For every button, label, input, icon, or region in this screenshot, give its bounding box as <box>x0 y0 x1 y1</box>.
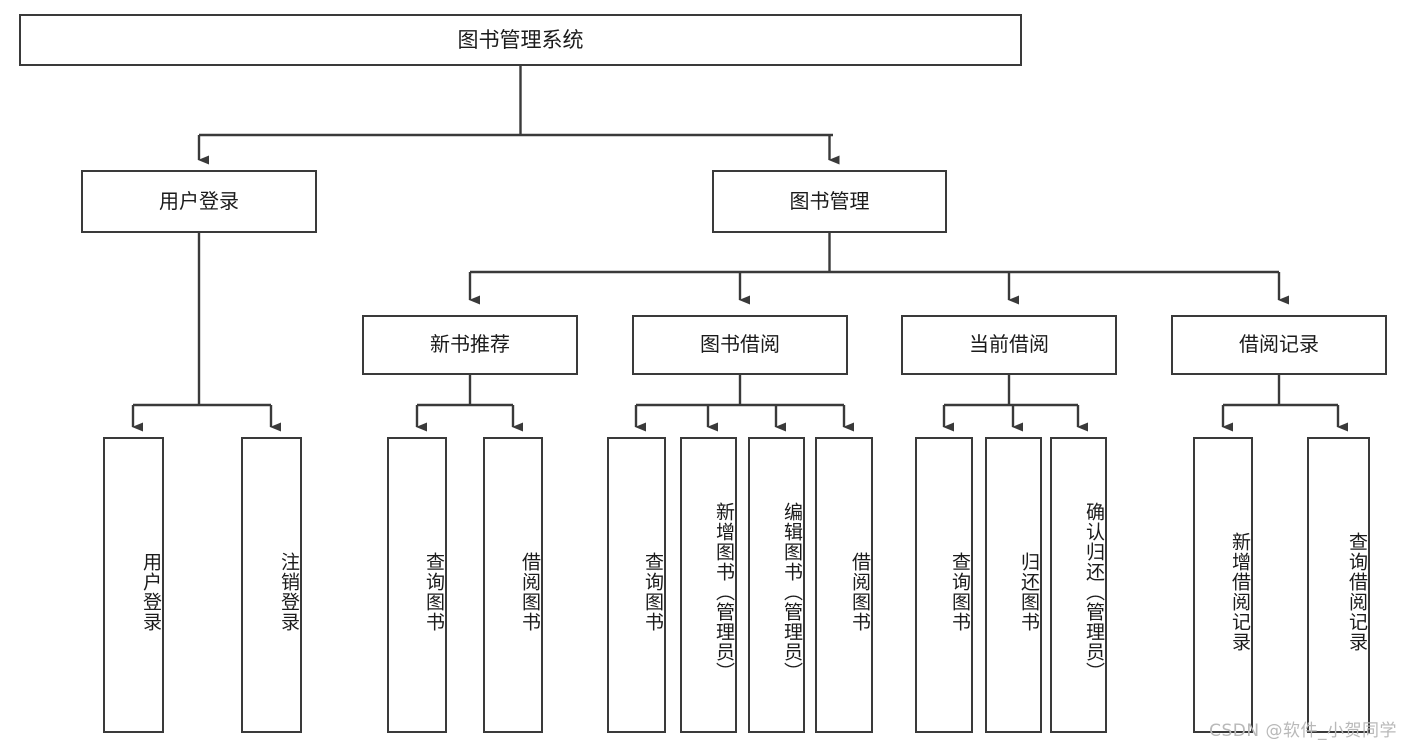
leaf-label: 查询图书 <box>423 552 445 632</box>
leaf-query-book-borrow[interactable]: 查询图书 <box>607 437 666 733</box>
node-root[interactable]: 图书管理系统 <box>19 14 1022 66</box>
node-borrow-record-label: 借阅记录 <box>1239 332 1319 357</box>
leaf-label: 查询图书 <box>642 552 664 632</box>
leaf-label: 注销登录 <box>278 552 300 632</box>
leaf-query-borrow-record[interactable]: 查询借阅记录 <box>1307 437 1370 733</box>
leaf-label: 新增借阅记录 <box>1229 532 1251 652</box>
node-book-management-label: 图书管理 <box>789 188 870 213</box>
leaf-label: 查询借阅记录 <box>1346 532 1368 652</box>
node-new-book-recommend-label: 新书推荐 <box>430 332 510 357</box>
leaf-label: 确认归还（管理员） <box>1083 502 1105 682</box>
leaf-edit-book-admin[interactable]: 编辑图书（管理员） <box>748 437 805 733</box>
node-borrow-record[interactable]: 借阅记录 <box>1171 315 1387 375</box>
node-root-label: 图书管理系统 <box>457 27 584 52</box>
leaf-label: 归还图书 <box>1018 552 1040 632</box>
leaf-label: 借阅图书 <box>519 552 541 632</box>
node-book-borrow[interactable]: 图书借阅 <box>632 315 848 375</box>
leaf-logout[interactable]: 注销登录 <box>241 437 302 733</box>
leaf-confirm-return-admin[interactable]: 确认归还（管理员） <box>1050 437 1107 733</box>
leaf-label: 编辑图书（管理员） <box>781 502 803 682</box>
leaf-return-book[interactable]: 归还图书 <box>985 437 1042 733</box>
csdn-watermark: CSDN @软件_小贺同学 <box>1209 721 1397 741</box>
leaf-label: 查询图书 <box>949 552 971 632</box>
leaf-label: 借阅图书 <box>849 552 871 632</box>
leaf-user-login[interactable]: 用户登录 <box>103 437 164 733</box>
node-current-borrow[interactable]: 当前借阅 <box>901 315 1117 375</box>
leaf-borrow-book-recommend[interactable]: 借阅图书 <box>483 437 543 733</box>
leaf-add-borrow-record[interactable]: 新增借阅记录 <box>1193 437 1253 733</box>
node-book-borrow-label: 图书借阅 <box>700 332 780 357</box>
node-user-login[interactable]: 用户登录 <box>81 170 317 233</box>
node-book-management[interactable]: 图书管理 <box>712 170 947 233</box>
leaf-label: 用户登录 <box>140 552 162 632</box>
leaf-borrow-book[interactable]: 借阅图书 <box>815 437 873 733</box>
node-current-borrow-label: 当前借阅 <box>969 332 1049 357</box>
leaf-add-book-admin[interactable]: 新增图书（管理员） <box>680 437 737 733</box>
leaf-query-book-current[interactable]: 查询图书 <box>915 437 973 733</box>
leaf-query-book-recommend[interactable]: 查询图书 <box>387 437 447 733</box>
node-new-book-recommend[interactable]: 新书推荐 <box>362 315 578 375</box>
node-user-login-label: 用户登录 <box>159 188 239 213</box>
leaf-label: 新增图书（管理员） <box>713 502 735 682</box>
